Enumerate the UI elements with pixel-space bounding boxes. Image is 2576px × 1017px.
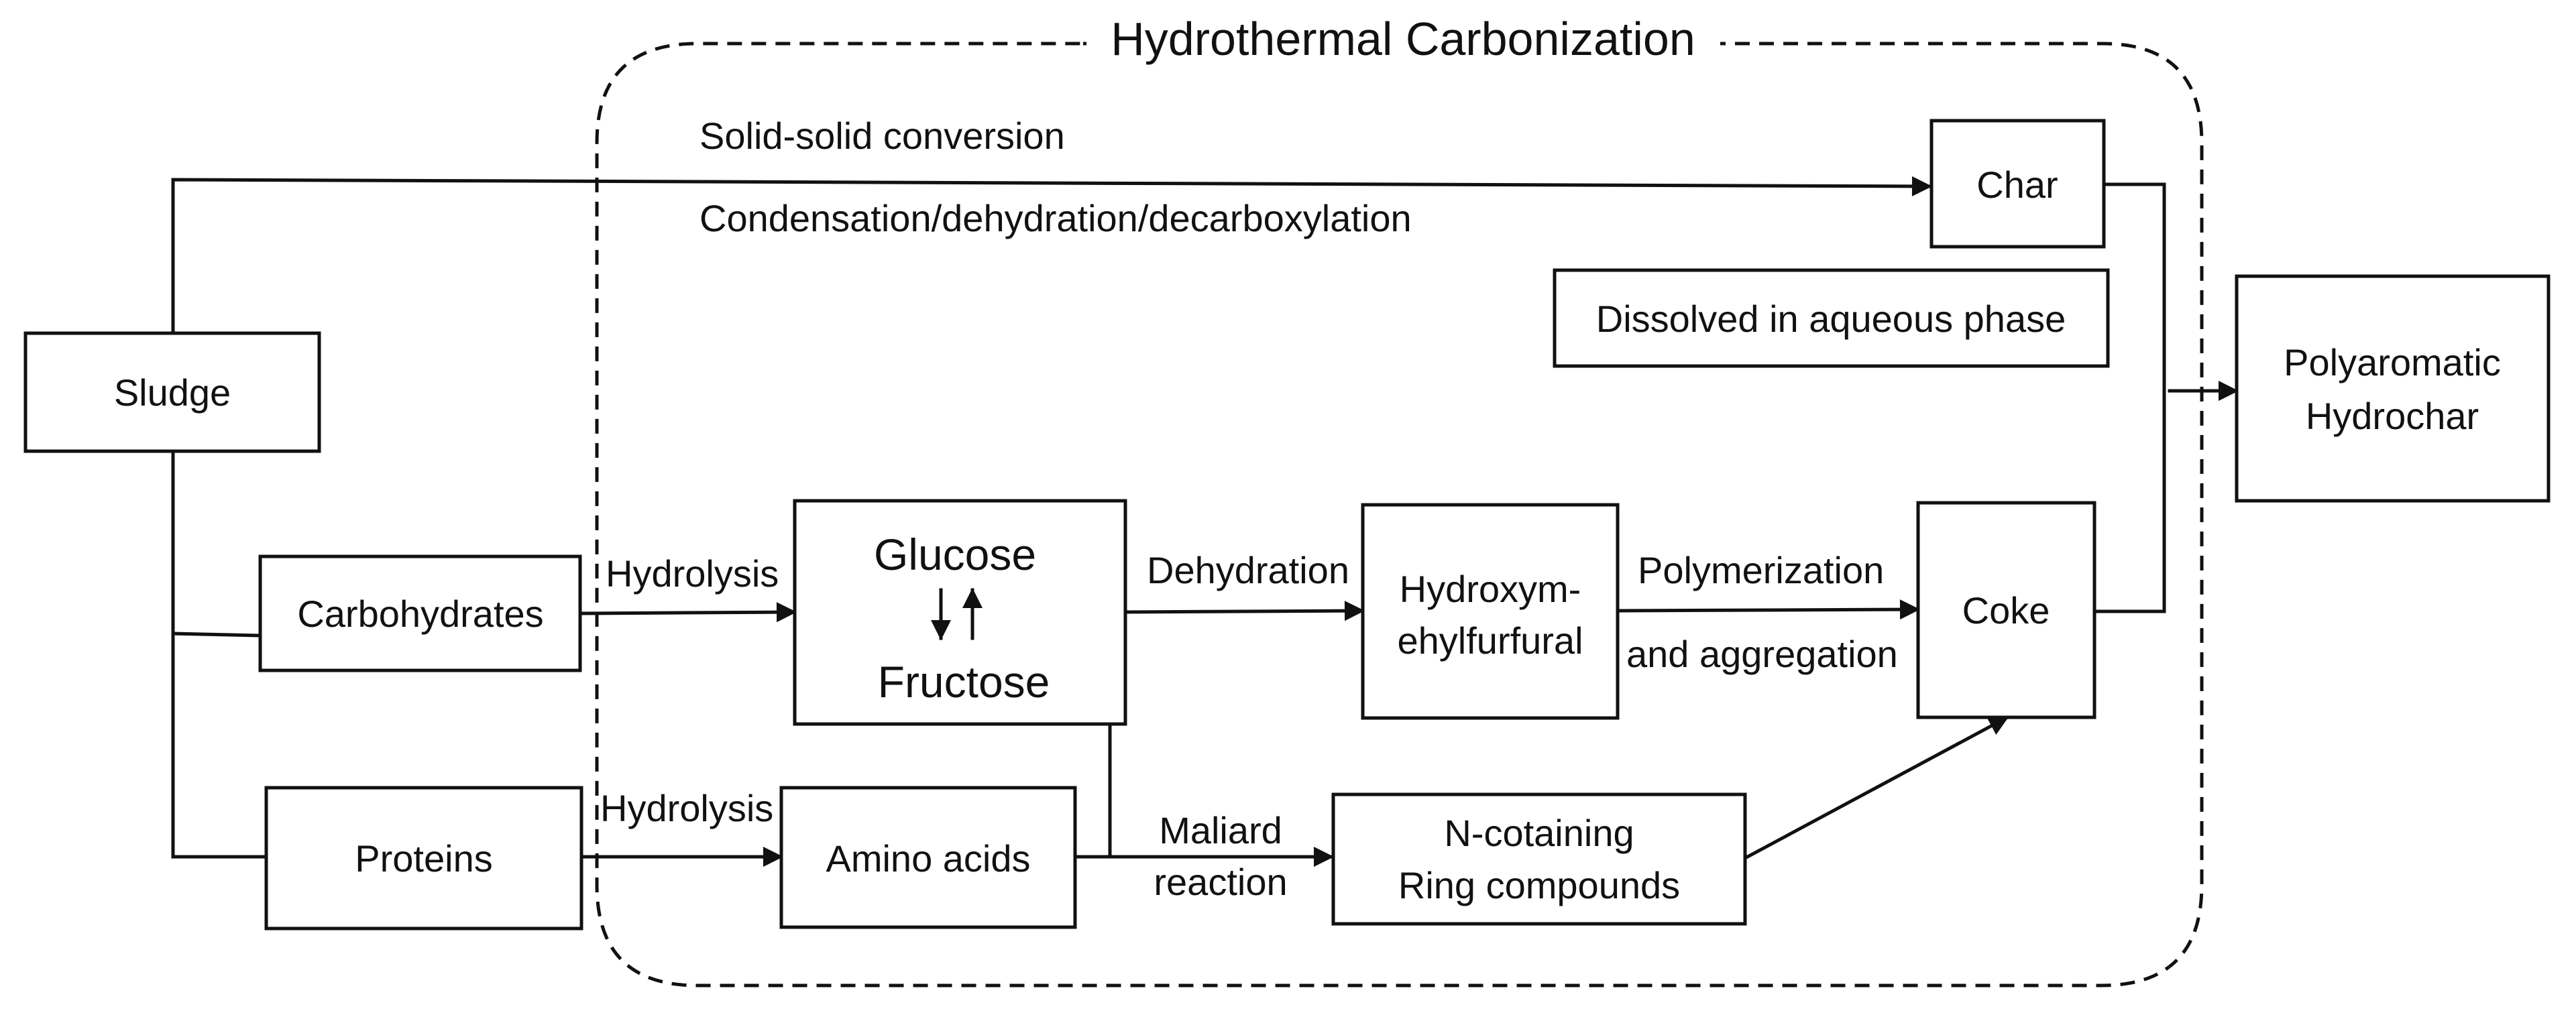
coke-label: Coke	[1962, 589, 2050, 632]
amino-acids-box	[779, 786, 1077, 929]
hydrochar-label-line2: Hydrochar	[2306, 395, 2479, 437]
carbohydrates-label: Carbohydrates	[297, 593, 543, 635]
node-amino-acids: Amino acids	[779, 786, 1077, 929]
coke-box	[1916, 501, 2096, 719]
carbohydrates-box	[258, 554, 582, 672]
node-hydrochar: Polyaromatic Hydrochar	[2235, 274, 2551, 503]
htc-boundary: Hydrothermal Carbonization	[595, 13, 2204, 988]
edge-glucose-to-hmf	[1123, 601, 1365, 621]
glucose-label: Glucose	[874, 530, 1036, 579]
edge-sludge-to-char	[171, 176, 1932, 334]
edge-carbohydrates-to-glucose	[578, 602, 797, 623]
dissolved-label: Dissolved in aqueous phase	[1596, 298, 2066, 340]
node-dissolved: Dissolved in aqueous phase	[1553, 268, 2110, 368]
title-backdrop	[1086, 13, 1720, 74]
node-carbohydrates: Carbohydrates	[258, 554, 582, 672]
hydrochar-box	[2235, 274, 2551, 503]
node-sludge: Sludge	[23, 331, 321, 453]
edge-trunk-to-carbohydrates	[171, 632, 262, 638]
hmf-label-line2: ehylfurfural	[1397, 619, 1583, 662]
maillard-label-line1: Maliard	[1159, 809, 1282, 851]
n-containing-box	[1331, 792, 1747, 926]
node-char: Char	[1929, 119, 2106, 249]
hmf-box	[1361, 503, 1620, 720]
solid-solid-label: Solid-solid conversion	[699, 115, 1065, 157]
n-containing-label-line2: Ring compounds	[1398, 864, 1680, 906]
dissolved-box	[1553, 268, 2110, 368]
hydrolysis-carbs-label: Hydrolysis	[606, 552, 779, 595]
connectors	[171, 176, 2239, 867]
sludge-label: Sludge	[114, 371, 231, 414]
node-hmf: Hydroxym- ehylfurfural	[1361, 503, 1620, 720]
fructose-label: Fructose	[878, 657, 1050, 707]
maillard-label-line2: reaction	[1154, 861, 1287, 903]
node-glucose-fructose: Glucose Fructose	[793, 499, 1127, 726]
polymerization-label-line1: Polymerization	[1638, 549, 1884, 591]
condensation-label: Condensation/dehydration/decarboxylation	[699, 197, 1412, 239]
edge-char-to-merge	[2092, 182, 2166, 613]
node-n-containing: N-cotaining Ring compounds	[1331, 792, 1747, 926]
edge-labels: Solid-solid conversion Condensation/dehy…	[600, 115, 1898, 903]
proteins-box	[264, 786, 583, 931]
hmf-label-line1: Hydroxym-	[1400, 568, 1581, 610]
hydrochar-label-line1: Polyaromatic	[2284, 341, 2501, 383]
polymerization-label-line2: and aggregation	[1626, 633, 1898, 675]
node-coke: Coke	[1916, 501, 2096, 719]
n-containing-label-line1: N-cotaining	[1444, 812, 1634, 854]
dehydration-label: Dehydration	[1147, 549, 1349, 591]
amino-acids-label: Amino acids	[826, 837, 1030, 880]
proteins-label: Proteins	[355, 837, 492, 880]
hydrolysis-proteins-label: Hydrolysis	[600, 787, 773, 829]
node-proteins: Proteins	[264, 786, 583, 931]
edge-sludge-trunk	[171, 451, 267, 859]
edge-n-containing-to-coke	[1742, 715, 2010, 861]
char-box	[1929, 119, 2106, 249]
sludge-box	[23, 331, 321, 453]
char-label: Char	[1976, 164, 2058, 206]
diagram-title: Hydrothermal Carbonization	[1111, 13, 1695, 65]
glucose-fructose-box	[793, 499, 1127, 726]
edge-hmf-to-coke	[1616, 599, 1920, 620]
htc-dashed-frame	[595, 42, 2204, 988]
